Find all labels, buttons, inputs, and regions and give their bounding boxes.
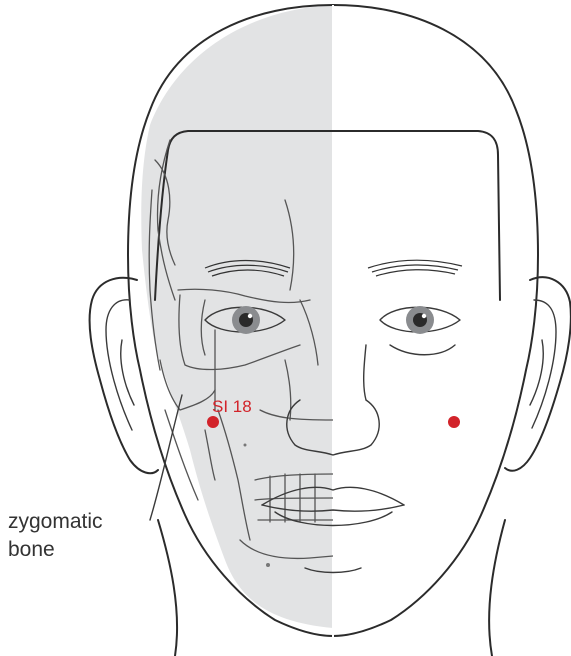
right-eyebrow [368, 260, 462, 276]
nose-ridge [364, 345, 366, 400]
right-ear-fold [530, 340, 543, 405]
right-eye [380, 306, 460, 355]
acupoint-marker-left [207, 416, 219, 428]
neck-right [489, 520, 505, 656]
left-ear-fold [121, 340, 134, 405]
zygomatic-label-line2: bone [8, 538, 55, 561]
neck-left [158, 520, 177, 656]
acupoint-marker-right [448, 416, 460, 428]
zygomatic-label-line1: zygomatic [8, 510, 103, 533]
acupoint-label: SI 18 [212, 397, 252, 416]
right-ear [505, 277, 571, 471]
